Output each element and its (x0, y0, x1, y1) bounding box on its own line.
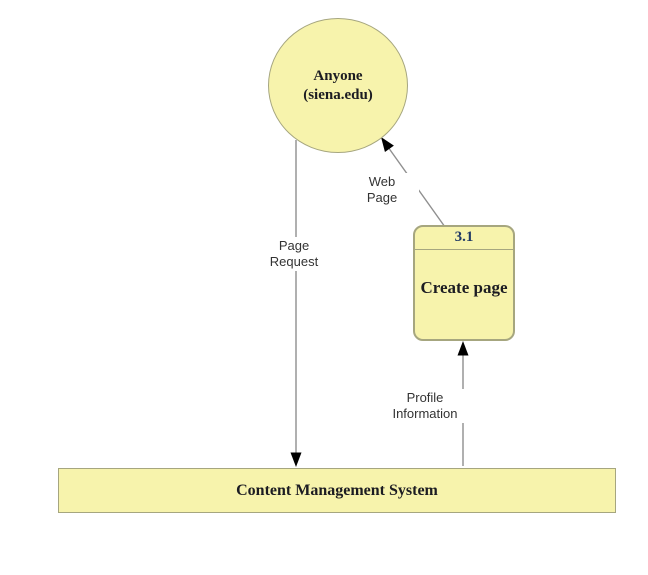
page-request-flow-label: Page Request (254, 237, 334, 271)
external-entity-anyone: Anyone (siena.edu) (268, 18, 408, 153)
profile-information-label-line1: Profile (406, 390, 444, 405)
profile-information-label-line2: Information (392, 406, 458, 421)
process-label: Create page (420, 278, 508, 297)
page-request-label-line2: Request (269, 254, 319, 269)
data-store-label: Content Management System (236, 481, 438, 499)
profile-information-arrowhead (457, 341, 469, 356)
process-create-page: 3.1 Create page (413, 225, 515, 341)
web-page-flow-label: Web Page (345, 173, 419, 207)
page-request-arrowhead (290, 452, 302, 467)
profile-information-flow-label: Profile Information (378, 389, 472, 423)
web-page-arrowhead (381, 137, 394, 152)
page-request-label-line1: Page (278, 238, 310, 253)
process-number: 3.1 (415, 227, 513, 250)
web-page-label-line1: Web (368, 174, 396, 189)
web-page-label-line2: Page (366, 190, 398, 205)
data-store-cms: Content Management System (58, 468, 616, 513)
external-entity-label-line2: (siena.edu) (303, 86, 373, 103)
external-entity-label-line1: Anyone (313, 67, 363, 84)
